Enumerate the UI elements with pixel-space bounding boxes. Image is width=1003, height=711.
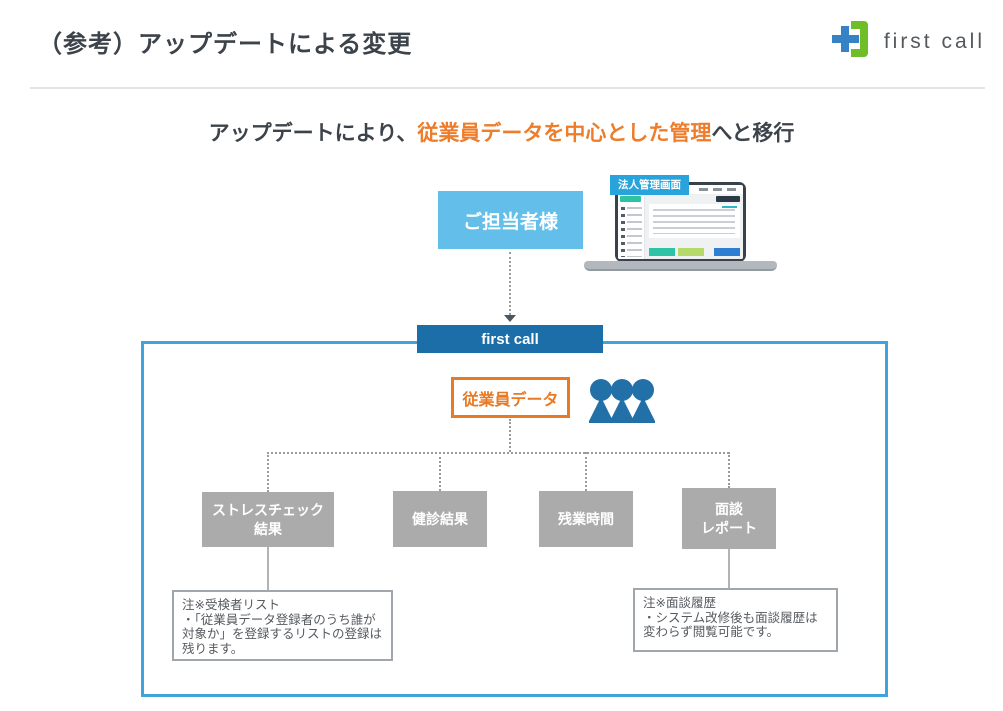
arrow-down-icon xyxy=(504,315,516,322)
employee-data-box: 従業員データ xyxy=(451,377,570,418)
branch-connector-4 xyxy=(728,452,730,488)
header-divider xyxy=(30,87,985,89)
brand-logo: first call xyxy=(831,18,985,65)
mini-button3-decoration xyxy=(714,248,740,256)
corporate-screen-tag: 法人管理画面 xyxy=(610,175,689,195)
branch-horizontal-connector xyxy=(267,452,729,454)
note-box-examinee-list: 注※受検者リスト ・「従業員データ登録者のうち誰が対象か」を登録するリストの登録… xyxy=(172,590,393,661)
mini-sidebar-labels-decoration xyxy=(627,207,642,257)
subtitle: アップデートにより、従業員データを中心とした管理へと移行 xyxy=(0,117,1003,147)
note-connector-right xyxy=(728,549,730,588)
manager-to-platform-connector xyxy=(509,252,511,315)
subtitle-suffix: へと移行 xyxy=(711,122,795,145)
mini-topnav-decoration xyxy=(699,188,741,191)
branch-connector-3 xyxy=(585,452,587,491)
category-box-overtime: 残業時間 xyxy=(539,491,633,547)
note-body: ・「従業員データ登録者のうち誰が対象か」を登録するリストの登録は残ります。 xyxy=(182,612,383,656)
mini-button2-decoration xyxy=(678,248,704,256)
branch-connector-1 xyxy=(267,452,269,492)
mini-card-decoration xyxy=(649,204,740,238)
mini-main-decoration xyxy=(645,194,743,259)
note-connector-left xyxy=(267,547,269,590)
corporate-admin-screen xyxy=(618,185,743,259)
mini-teal-button-decoration xyxy=(620,196,641,202)
branch-connector-2 xyxy=(439,452,441,491)
laptop-illustration xyxy=(615,182,746,262)
laptop-base xyxy=(584,261,777,271)
note-body: ・システム改修後も面談履歴は変わらず閲覧可能です。 xyxy=(643,610,818,640)
mini-textlines-decoration xyxy=(653,209,735,234)
manager-box: ご担当者様 xyxy=(438,191,583,249)
mini-button1-decoration xyxy=(649,248,675,256)
first-call-logo-icon xyxy=(831,18,875,65)
platform-box: first call xyxy=(417,325,603,353)
category-box-stress-check: ストレスチェック 結果 xyxy=(202,492,334,547)
category-box-checkup: 健診結果 xyxy=(393,491,487,547)
note-title: 注※面談履歴 xyxy=(643,596,716,610)
brand-name: first call xyxy=(883,29,985,53)
mini-dark-button-decoration xyxy=(716,196,740,202)
mini-link-decoration xyxy=(722,206,737,208)
employee-stem-connector xyxy=(509,419,511,452)
subtitle-highlight: 従業員データを中心とした管理 xyxy=(417,122,712,145)
subtitle-prefix: アップデートにより、 xyxy=(208,122,418,145)
note-title: 注※受検者リスト xyxy=(182,598,280,612)
mini-sidebar-icons-decoration xyxy=(621,207,625,257)
mini-sidebar-decoration xyxy=(618,194,645,259)
category-box-interview-report: 面談 レポート xyxy=(682,488,776,549)
people-icon xyxy=(588,379,656,428)
page-title: （参考）アップデートによる変更 xyxy=(38,31,413,58)
note-box-interview-history: 注※面談履歴 ・システム改修後も面談履歴は変わらず閲覧可能です。 xyxy=(633,588,838,652)
